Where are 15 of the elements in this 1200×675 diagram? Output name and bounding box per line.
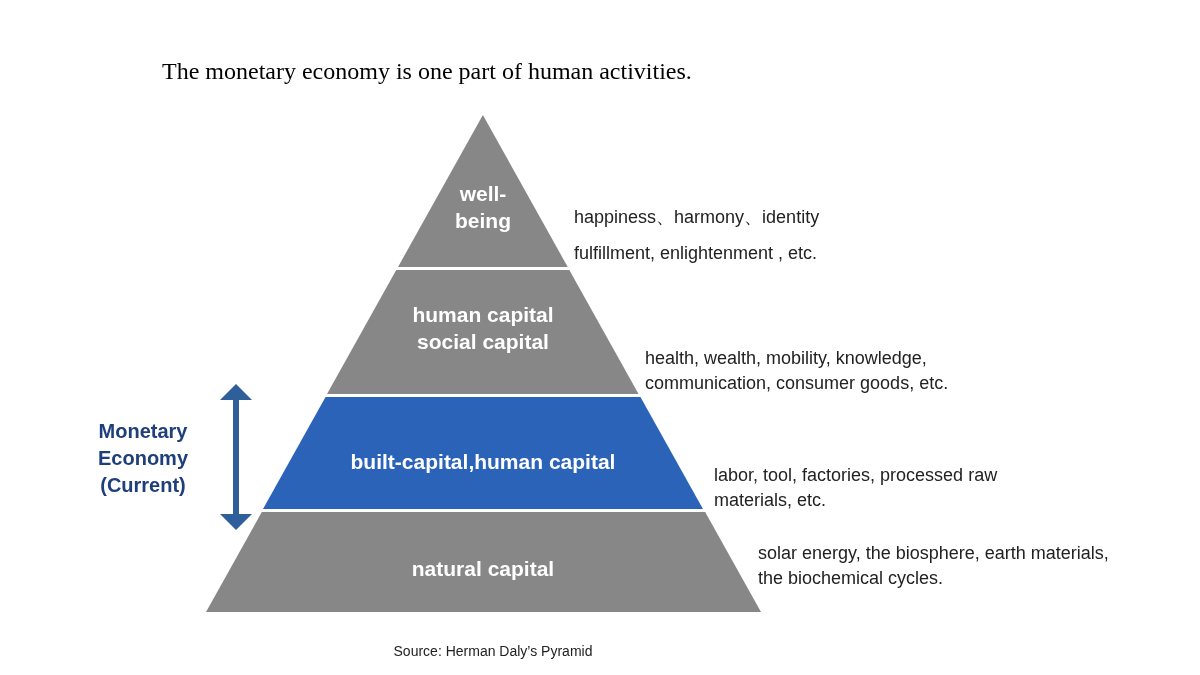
tier-label: built-capital,human capital <box>349 449 617 475</box>
description-text: labor, tool, factories, processed raw materials, etc. <box>714 464 999 512</box>
tier-label: natural capital <box>410 556 556 582</box>
description-text: happiness、harmony、identity <box>574 206 821 229</box>
tier-label: well-being <box>454 181 512 234</box>
description-text: health, wealth, mobility, knowledge, communication, consumer goods, etc. <box>645 347 950 395</box>
title: The monetary economy is one part of human activities. <box>162 58 692 85</box>
caption: Source: Herman Daly’s Pyramid <box>392 643 594 659</box>
tier-label: human capital social capital <box>411 302 555 355</box>
pyramid-tier <box>263 397 703 509</box>
side-label: Monetary Economy (Current) <box>97 419 189 498</box>
pyramid-tier <box>398 115 568 267</box>
description-text: solar energy, the biosphere, earth materials, the biochemical cycles. <box>758 542 1110 590</box>
description-text: fulfillment, enlightenment , etc. <box>574 242 819 265</box>
pyramid-tier <box>327 270 639 394</box>
